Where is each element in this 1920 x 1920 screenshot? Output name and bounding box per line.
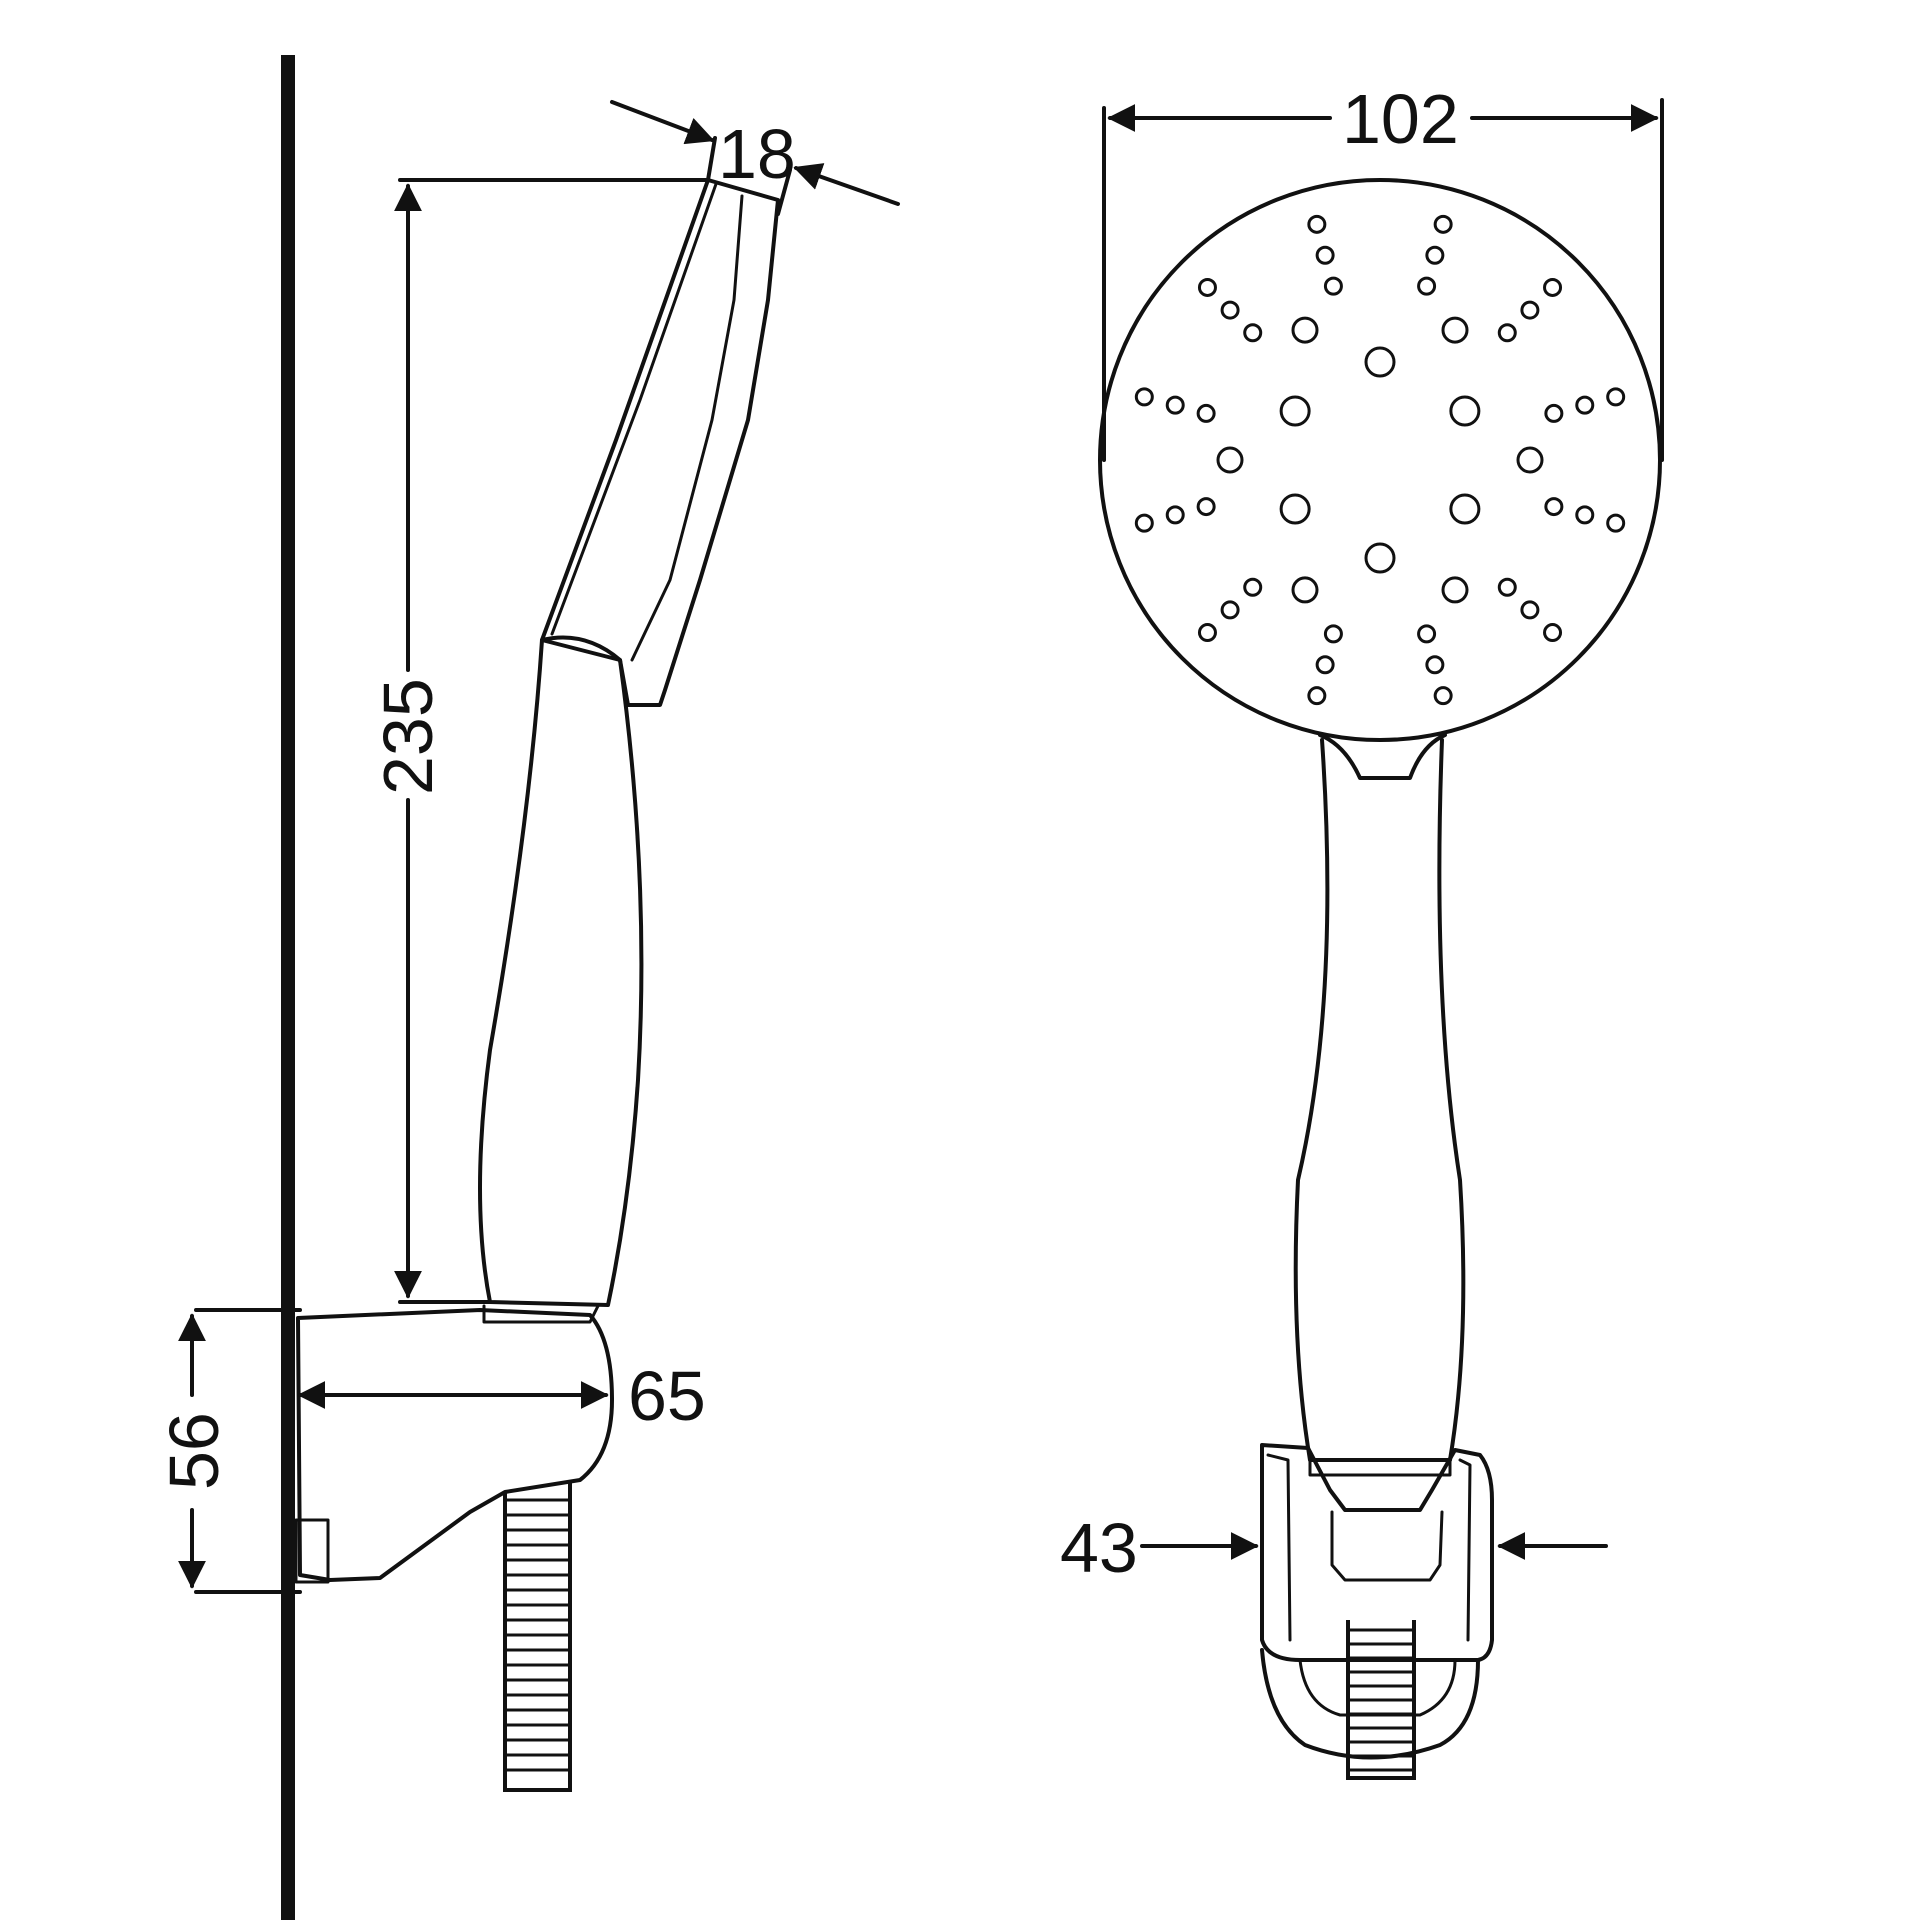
nozzle-hole	[1449, 493, 1481, 525]
nozzle-hole	[1441, 316, 1469, 344]
dim-holder-width: 43	[1060, 1509, 1608, 1587]
nozzle-hole	[1197, 277, 1217, 297]
side-hose	[503, 1480, 572, 1792]
nozzle-hole	[1520, 300, 1540, 320]
side-view	[281, 55, 780, 1920]
nozzle-hole	[1220, 600, 1240, 620]
nozzle-hole	[1307, 214, 1327, 234]
nozzle-hole	[1606, 387, 1626, 407]
dim-handset-length: 235	[369, 178, 710, 1304]
nozzle-hole	[1279, 493, 1311, 525]
dim-nozzle-thickness: 18	[610, 100, 900, 216]
front-hose	[1346, 1620, 1416, 1780]
nozzle-hole	[1243, 577, 1263, 597]
nozzle-hole	[1165, 505, 1185, 525]
nozzle-hole	[1323, 276, 1343, 296]
nozzle-hole	[1364, 346, 1396, 378]
dim-label-235: 235	[369, 678, 447, 795]
dim-label-65: 65	[628, 1357, 706, 1435]
nozzle-hole	[1575, 505, 1595, 525]
nozzle-hole	[1165, 395, 1185, 415]
nozzle-hole	[1417, 624, 1437, 644]
holder-wall-tab	[294, 1518, 330, 1584]
nozzle-hole	[1516, 446, 1544, 474]
nozzle-hole	[1417, 276, 1437, 296]
front-view	[1098, 178, 1662, 1780]
nozzle-hole	[1575, 395, 1595, 415]
nozzle-hole	[1315, 655, 1335, 675]
dim-head-diameter: 102	[1102, 80, 1664, 462]
front-handle	[1293, 738, 1466, 1462]
nozzle-hole	[1323, 624, 1343, 644]
dim-holder-projection: 65	[297, 1357, 706, 1435]
nozzle-hole	[1197, 623, 1217, 643]
nozzle-hole	[1543, 623, 1563, 643]
dim-holder-height: 56	[155, 1308, 302, 1594]
nozzle-hole	[1134, 387, 1154, 407]
nozzle-hole	[1134, 513, 1154, 533]
front-neck-notch	[1318, 733, 1447, 780]
front-holder-inner	[1330, 1510, 1444, 1582]
front-holder	[1260, 1443, 1494, 1662]
nozzle-hole	[1544, 403, 1564, 423]
dim-label-56: 56	[155, 1412, 233, 1490]
nozzle-hole	[1433, 214, 1453, 234]
nozzle-hole	[1606, 513, 1626, 533]
nozzle-hole	[1497, 577, 1517, 597]
nozzle-hole	[1243, 323, 1263, 343]
nozzle-hole	[1449, 395, 1481, 427]
nozzle-hole	[1291, 316, 1319, 344]
nozzle-holes	[1134, 214, 1626, 706]
nozzle-hole	[1520, 600, 1540, 620]
nozzle-hole	[1364, 542, 1396, 574]
nozzle-hole	[1425, 655, 1445, 675]
nozzle-hole	[1315, 245, 1335, 265]
nozzle-hole	[1279, 395, 1311, 427]
nozzle-hole	[1425, 245, 1445, 265]
side-handset-head	[540, 178, 780, 707]
side-wall-holder	[296, 1308, 614, 1582]
dim-label-43: 43	[1060, 1509, 1138, 1587]
dim-label-102: 102	[1342, 80, 1459, 158]
nozzle-hole	[1433, 686, 1453, 706]
nozzle-hole	[1544, 497, 1564, 517]
nozzle-hole	[1196, 497, 1216, 517]
front-holder-left-wing	[1266, 1453, 1292, 1642]
nozzle-hole	[1291, 576, 1319, 604]
nozzle-hole	[1220, 300, 1240, 320]
nozzle-hole	[1497, 323, 1517, 343]
side-handle	[478, 635, 644, 1307]
holder-top-cap	[482, 1304, 600, 1324]
nozzle-hole	[1196, 403, 1216, 423]
nozzle-hole	[1307, 686, 1327, 706]
nozzle-hole	[1216, 446, 1244, 474]
side-head-inner-edge	[630, 194, 744, 662]
nozzle-hole	[1441, 576, 1469, 604]
nozzle-hole	[1543, 277, 1563, 297]
side-head-face-edge	[550, 182, 718, 636]
front-head-circle	[1098, 178, 1662, 742]
front-handle-collar	[1308, 1458, 1452, 1477]
front-holder-right-wing	[1458, 1458, 1472, 1642]
dim-label-18: 18	[718, 115, 796, 193]
